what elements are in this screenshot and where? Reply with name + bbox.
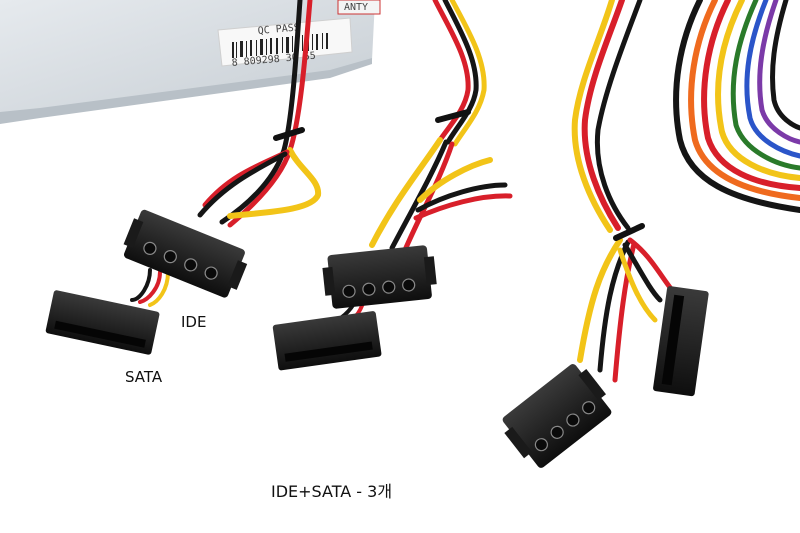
sata-connector-left <box>45 290 160 355</box>
ide-label: IDE <box>181 313 207 331</box>
warranty-text: ANTY <box>344 2 368 13</box>
middle-cable-bundle <box>330 0 513 326</box>
ide-connector-left <box>123 209 248 298</box>
right-cable-bundle <box>571 0 800 383</box>
caption-label: IDE+SATA - 3개 <box>271 482 393 501</box>
cable-tie-right <box>613 223 645 241</box>
ide-connector-middle <box>322 245 437 309</box>
sata-connector-right <box>653 286 709 397</box>
power-supply-case: QC PASS 8 809298 30 55 ANTY <box>0 0 381 124</box>
ide-connector-right <box>502 364 612 468</box>
cable-tie-left <box>273 127 305 141</box>
barcode-sticker <box>217 17 353 67</box>
sata-connector-middle <box>272 311 382 371</box>
sata-label: SATA <box>125 368 163 386</box>
left-cable-bundle <box>130 0 322 307</box>
cable-tie-middle <box>435 109 471 123</box>
qc-pass-text: QC PASS <box>257 22 300 37</box>
warranty-sticker: ANTY <box>337 0 381 15</box>
